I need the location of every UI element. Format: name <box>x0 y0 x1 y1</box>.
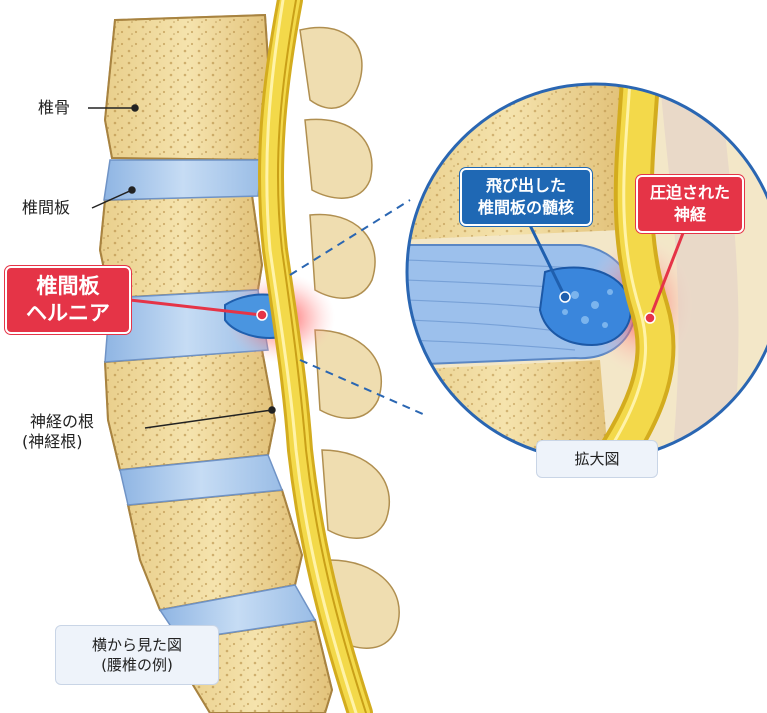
nerve-badge-line1: 圧迫された <box>649 183 730 202</box>
spinal-nerves <box>258 0 373 713</box>
hernia-badge-line2: ヘルニア <box>26 301 110 325</box>
hernia-badge-line1: 椎間板 <box>36 274 100 298</box>
nerve-badge: 圧迫された 神経 <box>636 175 744 233</box>
magnified-caption: 拡大図 <box>536 440 658 478</box>
label-vertebra: 椎骨 <box>38 98 71 117</box>
side-view-caption-line1: 横から見た図 <box>91 636 182 654</box>
spinous-processes <box>299 26 400 649</box>
nucleus-badge-line2: 椎間板の髄核 <box>477 198 574 217</box>
nucleus-badge: 飛び出した 椎間板の髄核 <box>460 168 592 226</box>
label-nerve-root-line2: (神経根) <box>22 432 83 451</box>
hernia-badge: 椎間板 ヘルニア <box>5 266 131 334</box>
nucleus-badge-line1: 飛び出した <box>485 176 566 195</box>
side-view-caption-line2: (腰椎の例) <box>101 656 173 674</box>
zoom-guide-lines <box>289 199 426 416</box>
red-leader-lines <box>129 227 687 324</box>
blue-leader-line <box>523 214 571 303</box>
magnified-caption-text: 拡大図 <box>574 450 620 468</box>
leader-lines <box>88 104 276 429</box>
label-nerve-root: 神経の根 (神経根) <box>22 412 95 452</box>
label-nerve-root-line1: 神経の根 <box>30 412 95 431</box>
side-view-caption: 横から見た図 (腰椎の例) <box>55 625 219 685</box>
label-disc: 椎間板 <box>22 198 71 217</box>
nerve-badge-line2: 神経 <box>673 205 706 224</box>
